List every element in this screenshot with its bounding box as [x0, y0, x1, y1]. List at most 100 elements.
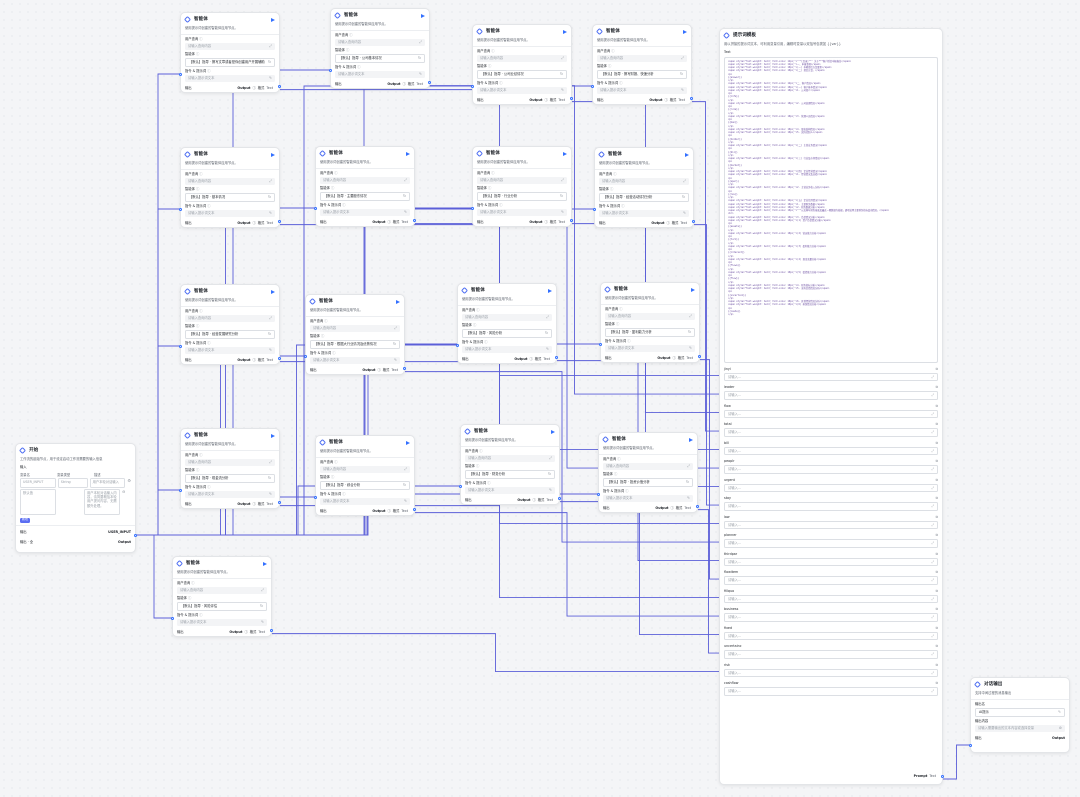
refresh-icon[interactable]: ↻ [267, 332, 271, 336]
link-icon[interactable]: ⤢ [687, 464, 690, 469]
agent-node[interactable]: 智能体 使用提示词创建的智能体应用节点。 用户查询 ⓘ 请输入查询内容⤢ 智能体… [599, 282, 701, 363]
start-output-port[interactable] [134, 534, 137, 537]
copy-icon[interactable]: ⧉ [935, 662, 938, 667]
agent-node[interactable]: 智能体 使用提示词创建的智能体应用节点。 用户查询 ⓘ 请输入查询内容⤢ 智能体… [304, 294, 406, 375]
agent-select[interactable]: 【默认】指导 · 综合分析↻ [320, 480, 410, 490]
answer-input-port[interactable] [969, 744, 972, 747]
agent-node[interactable]: 智能体 使用提示词创建的智能体应用节点。 用户查询 ⓘ 请输入查询内容⤢ 智能体… [329, 8, 431, 89]
agent-output-port[interactable] [278, 500, 281, 504]
agent-input-port[interactable] [471, 85, 474, 88]
link-icon[interactable]: ⤢ [931, 596, 934, 601]
link-icon[interactable]: ⤢ [419, 40, 422, 45]
edit-icon[interactable]: ✎ [1057, 710, 1061, 715]
edit-icon[interactable]: ✎ [403, 498, 407, 503]
agent-output-port[interactable] [690, 96, 693, 100]
agent-select[interactable]: 【默认】指导 · 投资价值分析↻ [603, 477, 693, 487]
prompt-template-node[interactable]: 提示词模板 用以拼接的提示词文本，可利用变量引用，编辑时变量以双括号包裹如 {{… [719, 28, 944, 785]
agent-select[interactable]: 【默认】指导 · 公司业绩情况↻ [477, 69, 567, 79]
copy-icon[interactable]: ⧉ [935, 477, 938, 482]
format-value[interactable]: Text [391, 367, 398, 372]
user-query-input[interactable]: 请输入查询内容⤢ [605, 313, 695, 321]
agent-output-port[interactable] [570, 218, 573, 222]
agent-input-port[interactable] [171, 617, 174, 620]
settings-icon[interactable]: ⚙ [127, 477, 131, 483]
link-icon[interactable]: ⤢ [681, 56, 684, 61]
custom-prompt-input[interactable]: 请输入提示词文本✎ [605, 344, 695, 352]
play-icon[interactable] [548, 288, 552, 293]
edit-icon[interactable]: ✎ [268, 210, 272, 215]
user-query-input[interactable]: 请输入查询内容⤢ [462, 314, 552, 322]
refresh-icon[interactable]: ↻ [679, 72, 683, 76]
link-icon[interactable]: ⤢ [931, 652, 934, 657]
refresh-icon[interactable]: ↻ [559, 194, 563, 198]
user-query-input[interactable]: 请输入查询内容⤢ [335, 39, 425, 47]
link-icon[interactable]: ⤢ [689, 314, 692, 319]
custom-prompt-input[interactable]: 请输入提示词文本✎ [465, 486, 555, 494]
agent-node[interactable]: 智能体 使用提示词创建的智能体应用节点。 用户查询 ⓘ 请输入查询内容⤢ 智能体… [593, 147, 695, 228]
user-query-input[interactable]: 请输入查询内容⤢ [185, 43, 275, 51]
copy-icon[interactable]: ⧉ [935, 440, 938, 445]
desc-textarea[interactable]: 用户本轮对话输入内容，请简要概括本轮用户提问内容，无需额外处理。 [84, 488, 120, 515]
agent-input-port[interactable] [179, 489, 182, 492]
agent-output-port[interactable] [413, 507, 416, 511]
agent-node[interactable]: 智能体 使用提示词创建的智能体应用节点。 用户查询 ⓘ 请输入查询内容⤢ 智能体… [314, 146, 416, 227]
agent-input-port[interactable] [329, 69, 332, 72]
format-value[interactable]: Text [266, 501, 273, 506]
format-value[interactable]: Text [558, 97, 565, 102]
link-icon[interactable]: ⤢ [683, 179, 686, 184]
agent-select[interactable]: 【默认】指导 · 现金流分析↻ [185, 473, 275, 483]
custom-prompt-input[interactable]: 请输入提示词文本✎ [477, 208, 567, 216]
link-icon[interactable]: ⤢ [931, 485, 934, 490]
play-icon[interactable] [421, 13, 425, 18]
play-icon[interactable] [406, 151, 410, 156]
agent-select[interactable]: 【默认】指导 · 风险分析↻ [462, 328, 552, 338]
agent-node[interactable]: 智能体 使用提示词创建的智能体应用节点。 用户查询 ⓘ 请输入查询内容⤢ 智能体… [171, 556, 273, 637]
refresh-icon[interactable]: ↻ [559, 72, 563, 76]
link-icon[interactable]: ⤢ [269, 179, 272, 184]
content-input[interactable]: 请输入需要输出的文本内容或选择变量⊘ [975, 724, 1065, 732]
format-value[interactable]: Text [416, 81, 423, 86]
agent-input-port[interactable] [179, 345, 182, 348]
agent-output-port[interactable] [558, 496, 561, 500]
user-query-input[interactable]: 请输入查询内容⤢ [320, 466, 410, 474]
agent-select[interactable]: 【默认】指导 · 财务分析↻ [465, 469, 555, 479]
play-icon[interactable] [683, 29, 687, 34]
refresh-icon[interactable]: ↻ [544, 331, 548, 335]
copy-icon[interactable]: ⧉ [935, 422, 938, 427]
user-query-input[interactable]: 请输入查询内容⤢ [310, 325, 400, 333]
var-type-select[interactable]: String [57, 477, 88, 488]
play-icon[interactable] [685, 152, 689, 157]
link-icon[interactable]: ⤢ [549, 456, 552, 461]
agent-select[interactable]: 【默认】指导 · 主要股东情况↻ [320, 191, 410, 201]
agent-select[interactable]: 【默认】指导 · 行业分析↻ [477, 191, 567, 201]
var-desc-input[interactable]: 用户本轮对话输入 [89, 477, 126, 488]
link-icon[interactable]: ⤢ [261, 588, 264, 593]
custom-prompt-input[interactable]: 请输入提示词文本✎ [320, 497, 410, 505]
agent-input-port[interactable] [179, 208, 182, 211]
link-icon[interactable]: ⤢ [931, 559, 934, 564]
custom-prompt-input[interactable]: 请输入提示词文本✎ [185, 490, 275, 498]
format-value[interactable]: Text [401, 508, 408, 513]
link-icon[interactable]: ⤢ [546, 315, 549, 320]
format-value[interactable]: Text [258, 629, 265, 634]
agent-select[interactable]: 【默认】指导 · 经营发展研究分析↻ [185, 329, 275, 339]
custom-prompt-input[interactable]: 请输入提示词文本✎ [320, 208, 410, 216]
variable-input[interactable]: 请输入...⤢ [724, 391, 938, 400]
link-icon[interactable]: ⤢ [931, 615, 934, 620]
user-query-input[interactable]: 请输入查询内容⤢ [603, 463, 693, 471]
agent-input-port[interactable] [599, 343, 602, 346]
agent-input-port[interactable] [459, 485, 462, 488]
agent-node[interactable]: 智能体 使用提示词创建的智能体应用节点。 用户查询 ⓘ 请输入查询内容⤢ 智能体… [591, 24, 693, 105]
agent-node[interactable]: 智能体 使用提示词创建的智能体应用节点。 用户查询 ⓘ 请输入查询内容⤢ 智能体… [459, 424, 561, 505]
agent-input-port[interactable] [304, 355, 307, 358]
agent-node[interactable]: 智能体 使用提示词创建的智能体应用节点。 用户查询 ⓘ 请输入查询内容⤢ 智能体… [179, 12, 281, 93]
format-value[interactable]: Text [266, 220, 273, 225]
refresh-icon[interactable]: ↻ [687, 330, 691, 334]
play-icon[interactable] [691, 287, 695, 292]
agent-input-port[interactable] [314, 207, 317, 210]
format-value[interactable]: Text [543, 356, 550, 361]
link-icon[interactable]: ⤢ [561, 56, 564, 61]
custom-prompt-input[interactable]: 请输入提示词文本✎ [603, 494, 693, 502]
agent-select[interactable]: 【默认】指导 · 基本情况↻ [185, 192, 275, 202]
agent-output-port[interactable] [698, 354, 701, 358]
